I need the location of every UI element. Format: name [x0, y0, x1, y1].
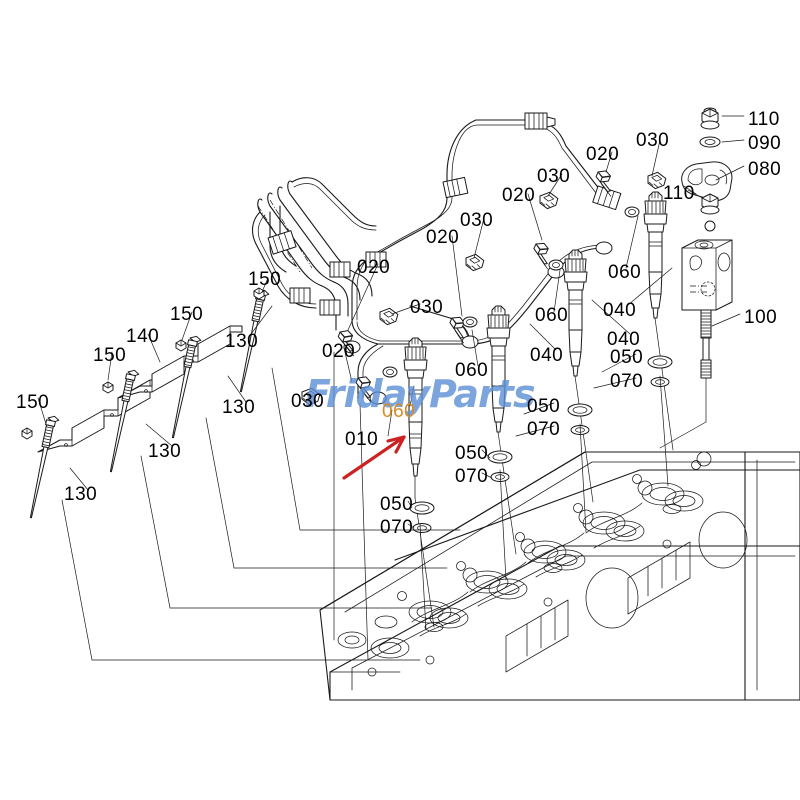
callout-100-c11: 100 [744, 307, 778, 328]
callout-030-c07: 030 [537, 166, 571, 187]
injector-assembly-4 [643, 191, 674, 451]
callout-150-c14: 150 [248, 269, 282, 290]
callout-060-c26: 060 [455, 360, 489, 381]
callout-020-c24: 020 [322, 341, 356, 362]
pipe-junctions [343, 241, 613, 405]
callout-010-c33: 010 [345, 429, 379, 450]
callout-050-c40: 050 [380, 494, 414, 515]
callout-040-c18: 040 [607, 329, 641, 350]
callout-050-c34: 050 [527, 396, 561, 417]
fuel-pipe-network [251, 112, 622, 405]
glow-plug-nuts [21, 287, 265, 440]
callout-110-c06: 110 [663, 183, 695, 204]
callout-130-c30: 130 [222, 397, 256, 418]
callout-150-c22: 150 [93, 345, 127, 366]
glow-plug-group [21, 287, 270, 520]
callout-090-c02: 090 [748, 133, 782, 154]
callout-140-c21: 140 [126, 326, 160, 347]
callout-060-c17: 060 [535, 305, 569, 326]
callout-150-c31: 150 [16, 392, 50, 413]
pipe-union-fittings [267, 112, 622, 316]
callout-050-c37: 050 [455, 443, 489, 464]
callout-030-c25: 030 [291, 391, 325, 412]
callout-040-c13: 040 [603, 300, 637, 321]
callout-070-c35: 070 [527, 419, 561, 440]
callout-020-c15: 020 [357, 257, 391, 278]
callout-060-c12: 060 [608, 262, 642, 283]
injector-clamp-stack [659, 107, 733, 449]
callout-150-c20: 150 [170, 304, 204, 325]
callout-030-c09: 030 [460, 210, 494, 231]
callout-030-c04: 030 [636, 130, 670, 151]
callout-130-c36: 130 [148, 441, 182, 462]
injector-assembly-3 [563, 249, 594, 503]
callout-020-c05: 020 [586, 144, 620, 165]
callout-040-c27: 040 [530, 345, 564, 366]
callout-leaders [37, 115, 745, 529]
callout-130-c23: 130 [225, 331, 259, 352]
glow-plug-3 [167, 334, 202, 440]
injector-assembly-1 [403, 337, 435, 628]
callout-020-c08: 020 [502, 185, 536, 206]
callout-050-c28: 050 [610, 347, 644, 368]
leader-lines-long [61, 351, 669, 661]
bus-bar-2 [117, 325, 243, 399]
callout-070-c41: 070 [380, 517, 414, 538]
injector-assembly-2 [486, 305, 517, 555]
callout-020-c10: 020 [426, 227, 460, 248]
o-rings-and-gaskets [409, 355, 673, 533]
callout-070-c38: 070 [455, 466, 489, 487]
callout-080-c03: 080 [748, 159, 782, 180]
cylinder-head-casting [319, 451, 800, 701]
sealing-washers [382, 206, 640, 378]
callout-060-c32: 060 [382, 401, 416, 422]
callout-130-c39: 130 [64, 484, 98, 505]
callout-030-c16: 030 [410, 297, 444, 318]
callout-110-c01: 110 [748, 109, 780, 130]
highlight-arrow [342, 435, 406, 480]
callout-070-c29: 070 [610, 371, 644, 392]
